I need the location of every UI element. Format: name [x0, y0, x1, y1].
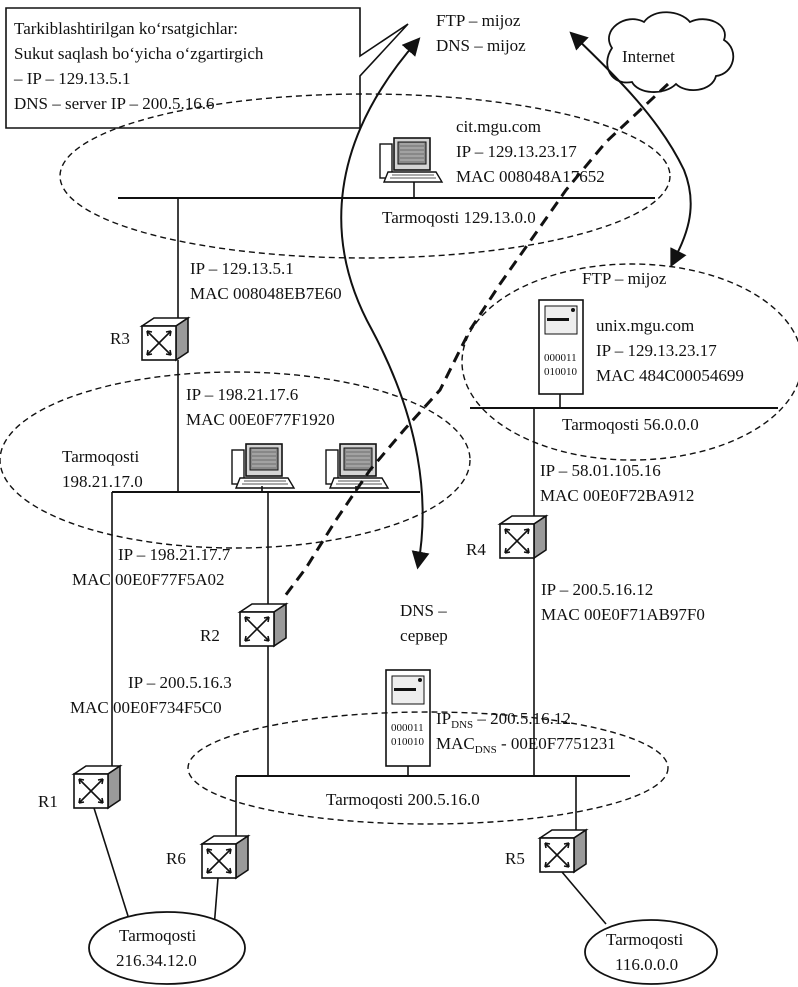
r5-label: R5	[505, 849, 525, 868]
r6-label: R6	[166, 849, 186, 868]
dns-digits-2: 010010	[391, 736, 425, 748]
dns-server-icon: 000011 010010	[385, 669, 431, 767]
subnet-116-label-2: 116.0.0.0	[615, 955, 678, 974]
unix-server-icon: 000011 010010	[538, 299, 584, 395]
r3-top-ip: IP – 129.13.5.1	[190, 259, 294, 278]
subnet-216-label-1: Tarmoqosti	[119, 926, 196, 945]
cit-computer-icon	[379, 137, 443, 183]
callout-line-4: DNS – server IP – 200.5.16.6	[14, 94, 215, 113]
r2-bottom-mac: MAC 00E0F734F5C0	[70, 698, 222, 717]
pc-198-2-icon	[325, 443, 389, 489]
r1-router-icon	[73, 765, 121, 809]
unix-digits-1: 000011	[544, 352, 577, 364]
unix-ip: IP – 129.13.23.17	[596, 341, 717, 360]
internet-label: Internet	[622, 47, 675, 66]
r6-router-icon	[201, 835, 249, 879]
r3-bottom-mac: MAC 00E0F77F1920	[186, 410, 335, 429]
r5-router-icon	[539, 829, 587, 873]
r4-bottom-ip: IP – 200.5.16.12	[541, 580, 653, 599]
subnet-116-oval	[584, 919, 718, 985]
r4-router-icon	[499, 515, 547, 559]
r2-top-ip: IP – 198.21.17.7	[118, 545, 231, 564]
r4-label: R4	[466, 540, 486, 559]
callout-line-2: Sukut saqlash bo‘yicha o‘zgartirgich	[14, 44, 264, 63]
ftp-unix-label: FTP – mijoz	[582, 269, 667, 288]
subnet-198-label-2: 198.21.17.0	[62, 472, 143, 491]
r2-router-icon	[239, 603, 287, 647]
unix-digits-2: 010010	[544, 366, 578, 378]
subnet-198-ellipse	[0, 371, 471, 549]
dns-server-label-1: DNS –	[400, 601, 447, 620]
r4-bottom-mac: MAC 00E0F71AB97F0	[541, 605, 705, 624]
r5-downlink	[561, 871, 607, 925]
pc-198-1-icon	[231, 443, 295, 489]
subnet-200-ellipse	[187, 711, 669, 825]
subnet-200-label: Tarmoqosti 200.5.16.0	[326, 790, 480, 809]
internet-cloud: Internet	[606, 11, 735, 93]
subnet-116-label-1: Tarmoqosti	[606, 930, 683, 949]
ftp-client-label: FTP – mijoz	[436, 11, 521, 30]
r2-label: R2	[200, 626, 220, 645]
cit-hostname: cit.mgu.com	[456, 117, 541, 136]
r3-top-mac: MAC 008048EB7E60	[190, 284, 342, 303]
r4-top-mac: MAC 00E0F72BA912	[540, 486, 694, 505]
r1-label: R1	[38, 792, 58, 811]
r2-top-mac: MAC 00E0F77F5A02	[72, 570, 225, 589]
cit-ip: IP – 129.13.23.17	[456, 142, 577, 161]
dns-query-arrow	[340, 37, 430, 570]
subnet-56-label: Tarmoqosti 56.0.0.0	[562, 415, 699, 434]
subnet-216-label-2: 216.34.12.0	[116, 951, 197, 970]
cit-mac: MAC 008048A17652	[456, 167, 605, 186]
subnet-198-label-1: Tarmoqosti	[62, 447, 139, 466]
dns-mac: MACDNS - 00E0F7751231	[436, 734, 616, 756]
r3-label: R3	[110, 329, 130, 348]
r4-top-ip: IP – 58.01.105.16	[540, 461, 661, 480]
dns-server-label-2: сервер	[400, 626, 448, 645]
ftp-session-arrow	[569, 31, 692, 268]
subnet-216-oval	[88, 911, 246, 985]
unix-mac: MAC 484C00054699	[596, 366, 744, 385]
dns-digits-1: 000011	[391, 722, 424, 734]
config-callout: Tarkiblashtirilgan ko‘rsatgichlar: Sukut…	[5, 7, 409, 129]
dns-client-label: DNS – mijoz	[436, 36, 526, 55]
subnet-129-label: Tarmoqosti 129.13.0.0	[382, 208, 536, 227]
unix-hostname: unix.mgu.com	[596, 316, 694, 335]
callout-line-1: Tarkiblashtirilgan ko‘rsatgichlar:	[14, 19, 238, 38]
r3-router-icon	[141, 317, 189, 361]
callout-line-3: – IP – 129.13.5.1	[13, 69, 131, 88]
r1-downlink	[93, 807, 129, 917]
r2-bottom-ip: IP – 200.5.16.3	[128, 673, 232, 692]
r3-bottom-ip: IP – 198.21.17.6	[186, 385, 298, 404]
